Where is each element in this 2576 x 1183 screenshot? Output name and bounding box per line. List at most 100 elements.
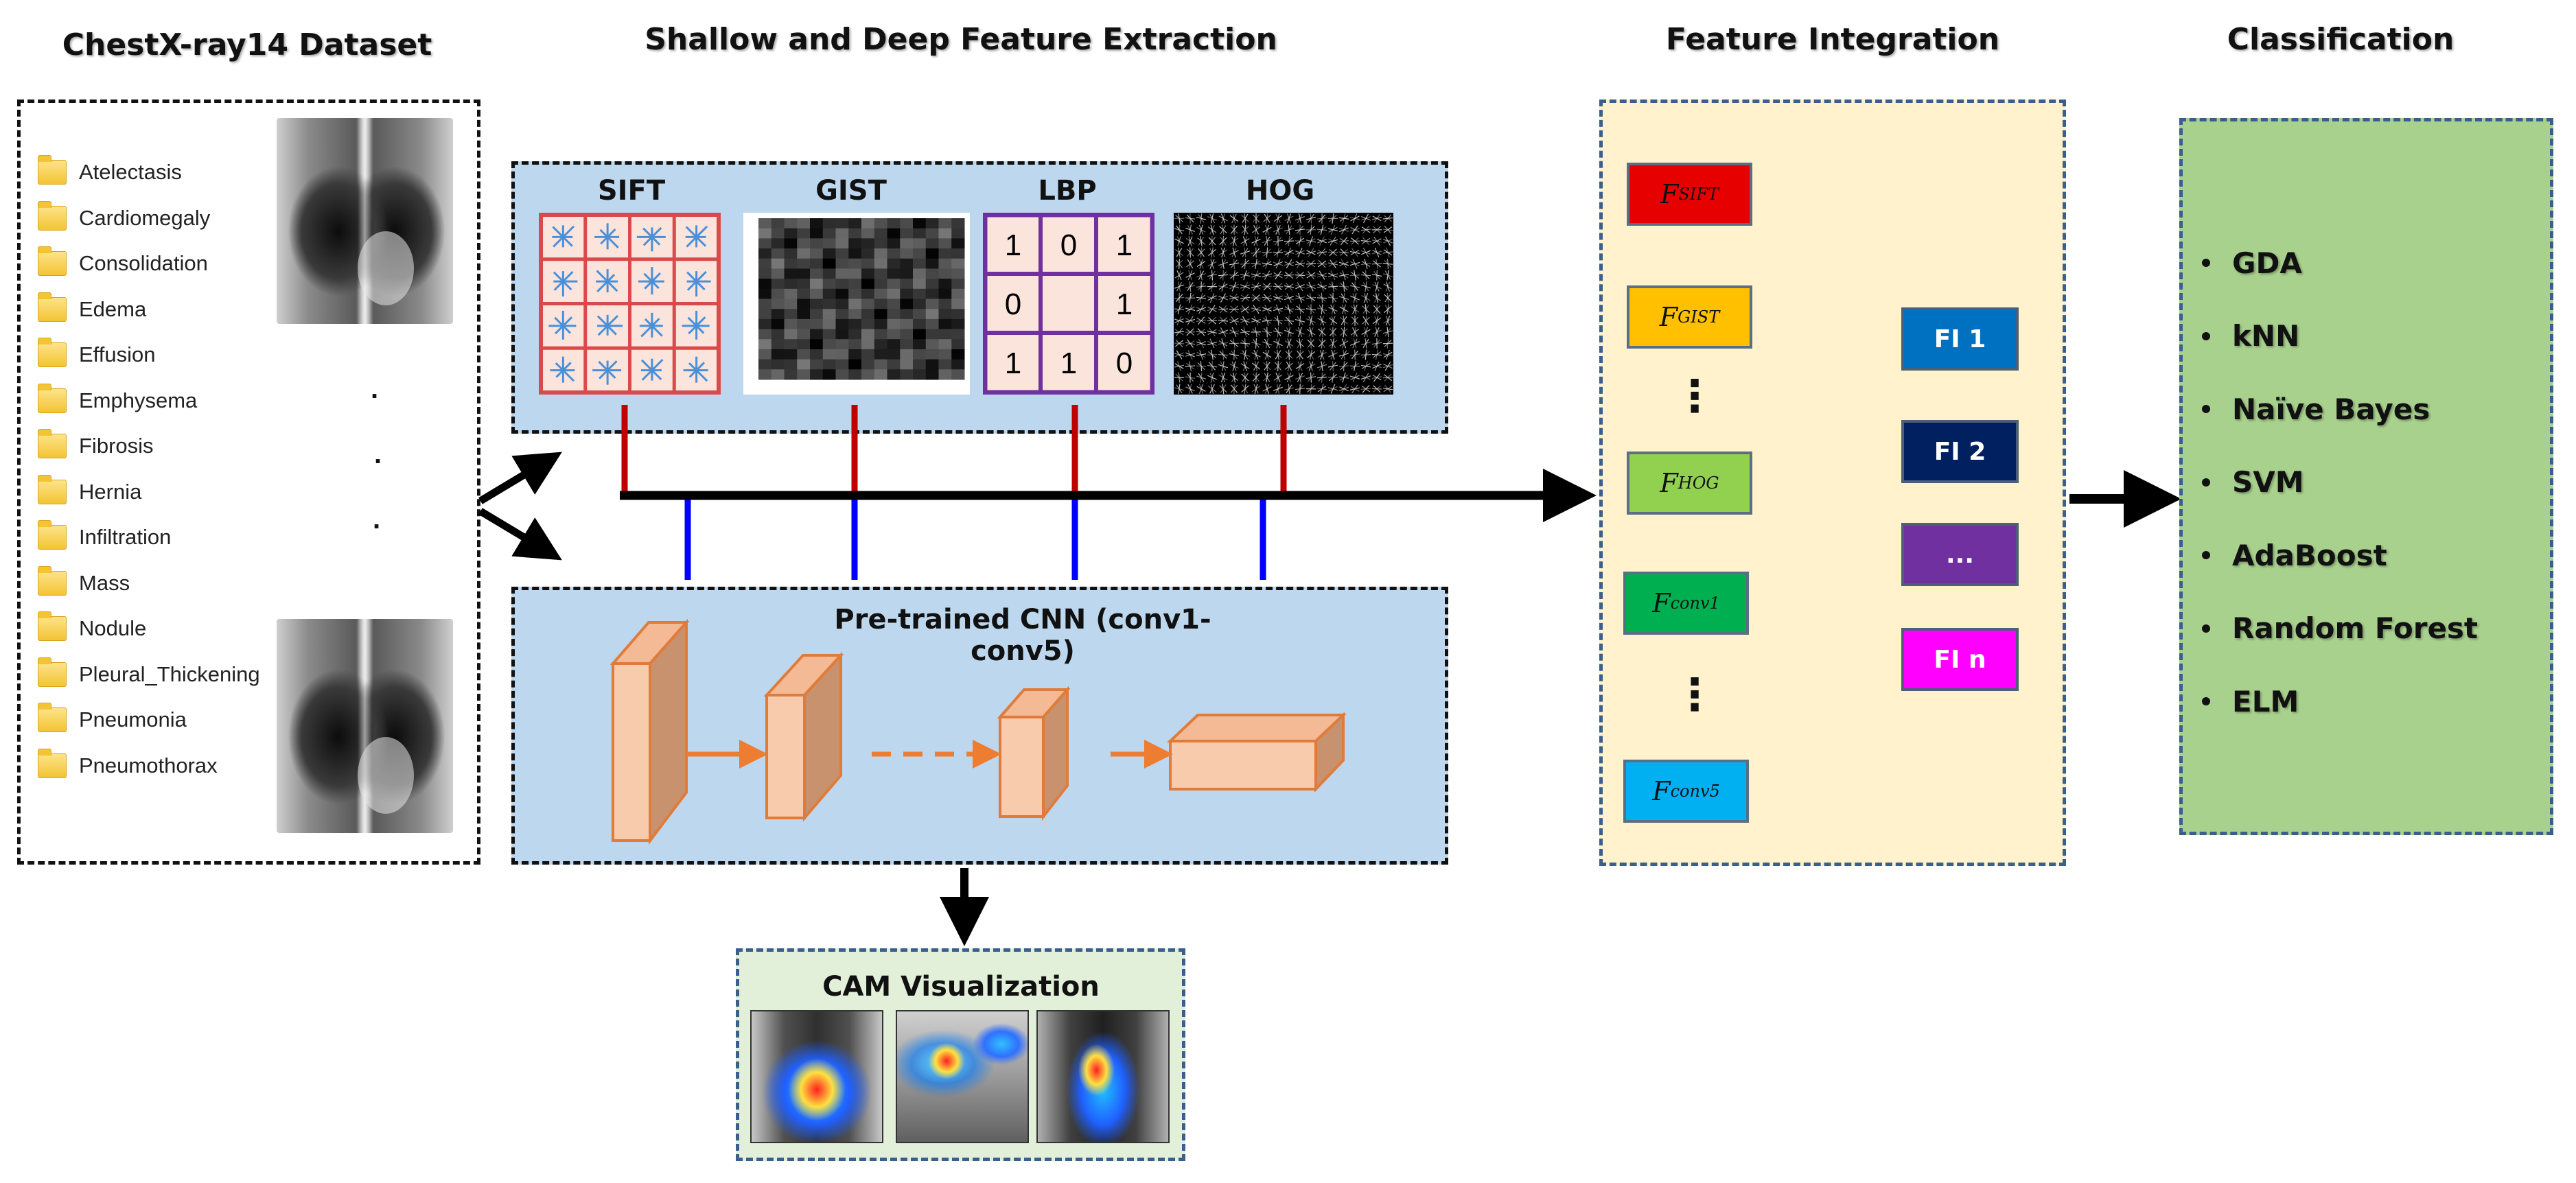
dataset-fork-arrows xyxy=(478,452,562,561)
gist-descriptor-image xyxy=(743,213,970,395)
cam-heatmap-1 xyxy=(750,1010,883,1143)
gist-label: GIST xyxy=(815,175,887,207)
cam-heatmap-2 xyxy=(896,1010,1029,1143)
folder-icon xyxy=(38,383,67,413)
folder-icon xyxy=(38,520,67,550)
folder-icon xyxy=(38,748,67,778)
dataset-class-label: Nodule xyxy=(79,616,147,641)
conv-block-1 xyxy=(610,618,690,845)
dataset-class-item: Effusion xyxy=(38,332,285,378)
feature-ellipsis-2: ⋮ xyxy=(1673,670,1717,719)
dataset-class-label: Pneumothorax xyxy=(79,753,218,777)
dataset-class-label: Emphysema xyxy=(79,388,198,412)
bullet-icon xyxy=(2202,405,2210,414)
dataset-class-item: Edema xyxy=(38,287,285,333)
fi-box-ellipsis: ... xyxy=(1901,523,2019,586)
dataset-class-item: Cardiomegaly xyxy=(38,196,285,242)
classifier-item: AdaBoost xyxy=(2202,519,2545,592)
folder-icon xyxy=(38,703,67,733)
ellipsis-dot-1: . xyxy=(371,374,379,404)
dataset-class-item: Pneumonia xyxy=(38,697,285,743)
lbp-cell: 1 xyxy=(1116,229,1133,262)
ellipsis-dot-3: . xyxy=(373,504,381,535)
extraction-title: Shallow and Deep Feature Extraction xyxy=(645,22,1277,57)
chest-xray-image-2 xyxy=(277,619,453,833)
folder-icon xyxy=(38,657,67,687)
dataset-class-item: Mass xyxy=(38,561,285,607)
lbp-cell: 1 xyxy=(1060,347,1077,380)
folder-icon xyxy=(38,292,67,322)
classifier-label: kNN xyxy=(2232,319,2300,353)
classifier-item: GDA xyxy=(2202,226,2545,300)
conv-block-3 xyxy=(997,686,1071,821)
folder-icon xyxy=(38,429,67,459)
cam-heatmap-3 xyxy=(1036,1010,1170,1143)
dataset-class-label: Cardiomegaly xyxy=(79,205,211,230)
lbp-grid: 1 0 1 0 1 1 1 0 xyxy=(983,213,1154,395)
folder-icon xyxy=(38,565,67,596)
deep-connectors xyxy=(684,495,1266,580)
dataset-class-item: Hernia xyxy=(38,469,285,515)
classifier-item: SVM xyxy=(2202,446,2545,519)
classification-title: Classification xyxy=(2227,22,2455,57)
dataset-class-item: Pneumothorax xyxy=(38,743,285,789)
classifier-label: ELM xyxy=(2232,684,2299,718)
folder-icon xyxy=(38,611,67,642)
hog-label: HOG xyxy=(1245,175,1315,207)
chest-xray-image-1 xyxy=(277,118,453,324)
folder-icon xyxy=(38,246,67,277)
ellipsis-dot-2: . xyxy=(374,439,382,469)
classifier-item: Naïve Bayes xyxy=(2202,373,2545,446)
lbp-cell: 1 xyxy=(1005,229,1021,262)
lbp-label: LBP xyxy=(1038,175,1097,207)
fi-box-n: FI n xyxy=(1901,628,2019,691)
dataset-class-label: Edema xyxy=(79,296,147,321)
classifier-label: GDA xyxy=(2232,246,2302,280)
classifier-label: Naïve Bayes xyxy=(2232,392,2430,426)
dataset-class-label: Pneumonia xyxy=(79,707,187,732)
classifier-item: kNN xyxy=(2202,300,2545,373)
dataset-title: ChestX-ray14 Dataset xyxy=(62,27,432,62)
fi-box-2: FI 2 xyxy=(1901,420,2019,483)
lbp-cell: 0 xyxy=(1116,347,1133,380)
bullet-icon xyxy=(2202,478,2210,487)
dataset-class-item: Emphysema xyxy=(38,378,285,424)
classifier-label: Random Forest xyxy=(2232,611,2479,646)
bullet-icon xyxy=(2202,624,2210,633)
dataset-class-item: Atelectasis xyxy=(38,150,285,196)
folder-icon xyxy=(38,155,67,185)
bullet-icon xyxy=(2202,551,2210,560)
classifier-item: ELM xyxy=(2202,665,2545,738)
dataset-class-item: Consolidation xyxy=(38,241,285,287)
hog-descriptor-image xyxy=(1174,213,1393,395)
dataset-class-label: Fibrosis xyxy=(79,434,154,458)
lbp-cell: 0 xyxy=(1060,229,1077,262)
folder-icon xyxy=(38,474,67,504)
sift-descriptor-grid xyxy=(539,213,721,395)
classifier-label: AdaBoost xyxy=(2232,538,2387,572)
conv-block-2 xyxy=(763,651,844,822)
dataset-class-label: Atelectasis xyxy=(79,160,182,185)
dataset-class-item: Fibrosis xyxy=(38,423,285,469)
cam-label: CAM Visualization xyxy=(822,971,1100,1003)
lbp-cell: 1 xyxy=(1116,288,1133,321)
sift-label: SIFT xyxy=(597,175,666,207)
classifier-item: Random Forest xyxy=(2202,592,2545,666)
cnn-architecture xyxy=(610,618,1347,845)
lbp-cell: 1 xyxy=(1005,347,1021,380)
dataset-class-label: Pleural_Thickening xyxy=(79,661,260,686)
cnn-label: Pre-trained CNN (conv1-conv5) xyxy=(834,604,1211,667)
bullet-icon xyxy=(2202,697,2210,706)
dataset-class-item: Pleural_Thickening xyxy=(38,652,285,698)
classifier-label: SVM xyxy=(2232,465,2304,500)
bullet-icon xyxy=(2202,331,2210,340)
conv-block-4 xyxy=(1166,712,1347,793)
integration-title: Feature Integration xyxy=(1665,22,2000,57)
lbp-cell: 0 xyxy=(1005,288,1021,321)
folder-icon xyxy=(38,200,67,231)
feature-ellipsis-1: ⋮ xyxy=(1673,371,1717,421)
